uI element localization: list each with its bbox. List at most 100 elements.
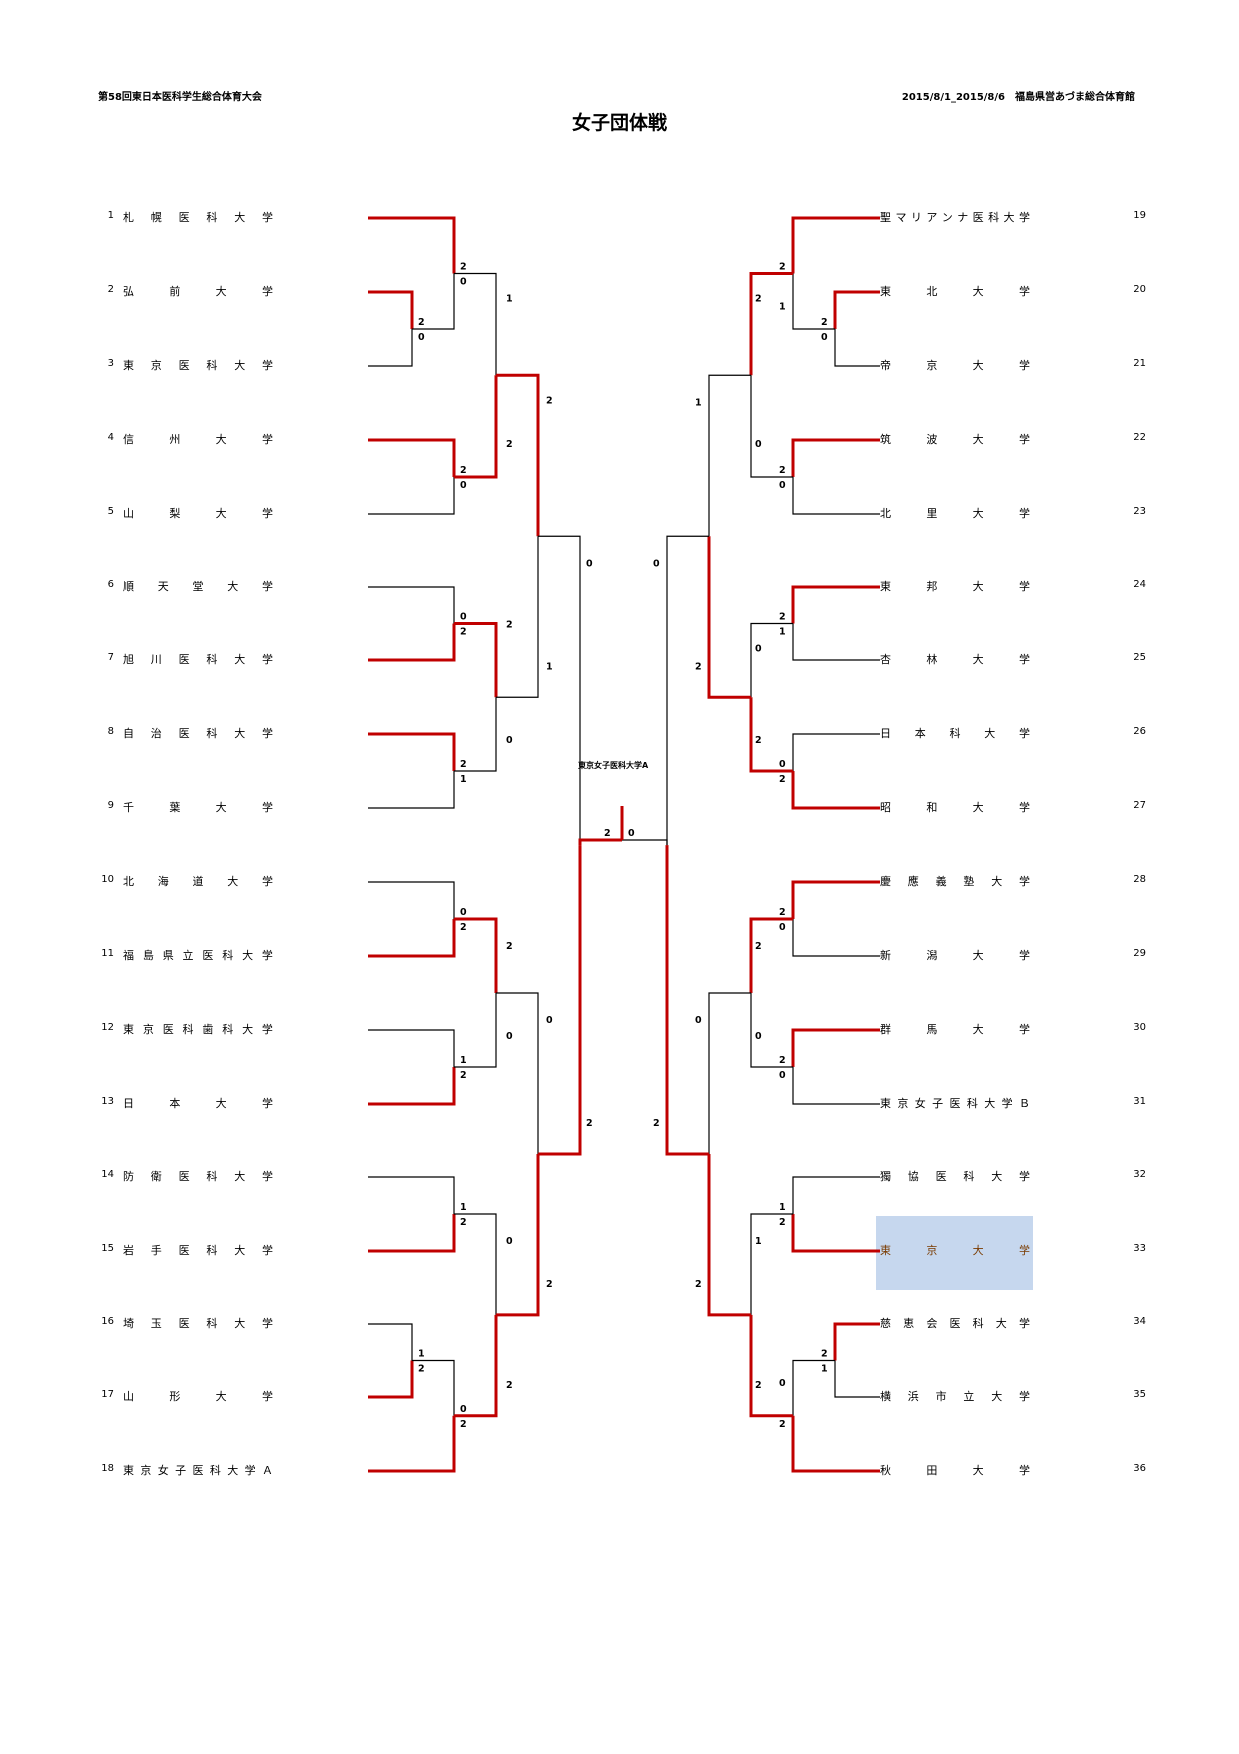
match-score: 2 [506, 620, 513, 631]
bracket-line [496, 1153, 540, 1317]
team-name: 獨協医科大学 [880, 1170, 1030, 1183]
bracket-line [496, 373, 540, 537]
match-score: 0 [586, 558, 593, 569]
bracket-line [368, 1067, 456, 1106]
bracket-line [368, 1029, 455, 1067]
team-name: 東京大学 [880, 1244, 1030, 1257]
team-name: 山形大学 [123, 1390, 273, 1403]
bracket-line [368, 477, 455, 515]
bracket-line [538, 845, 582, 1156]
bracket-line [791, 1028, 880, 1067]
match-score: 0 [779, 1378, 786, 1389]
match-score: 2 [779, 907, 786, 918]
match-score: 2 [506, 941, 513, 952]
match-score: 2 [653, 1118, 660, 1129]
bracket-line [454, 272, 497, 376]
page-title: 女子団体戦 [571, 112, 667, 134]
bracket-line [454, 697, 497, 772]
match-score: 1 [418, 1349, 425, 1360]
bracket-line [368, 329, 413, 367]
bracket-line [749, 697, 793, 773]
match-score: 1 [546, 661, 553, 672]
match-score: 0 [779, 480, 786, 491]
match-score: 2 [695, 1279, 702, 1290]
match-score: 2 [506, 1380, 513, 1391]
champion-label: 東京女子医科大学A [578, 761, 649, 770]
team-number: 6 [107, 579, 114, 590]
bracket-line [368, 881, 455, 919]
match-score: 2 [779, 1217, 786, 1228]
team-name: 自治医科大学 [123, 727, 273, 740]
bracket-line [708, 992, 751, 1154]
match-score: 0 [418, 332, 425, 343]
bracket-line [368, 919, 456, 958]
match-score: 2 [755, 1380, 762, 1391]
team-name: 北里大学 [880, 507, 1030, 520]
bracket-line [708, 374, 751, 537]
match-score: 1 [695, 397, 702, 408]
team-number: 14 [101, 1169, 114, 1180]
team-number: 36 [1133, 1463, 1146, 1474]
bracket-line [368, 1415, 456, 1473]
match-score: 2 [460, 1419, 467, 1430]
team-name: 新潟大学 [880, 949, 1030, 962]
bracket-line [368, 1214, 456, 1253]
bracket-line [454, 375, 498, 479]
bracket-line [791, 1214, 880, 1253]
team-name: 順天堂大学 [123, 580, 273, 593]
bracket-line [749, 272, 793, 376]
bracket-line [665, 845, 709, 1156]
bracket-line [792, 623, 880, 661]
final-score: 0 [628, 828, 635, 839]
bracket-line [792, 273, 835, 330]
team-name: 聖マリアンナ医科大学 [880, 211, 1030, 224]
bracket-line [368, 586, 455, 624]
bracket-line [749, 1314, 793, 1418]
team-name: 帝京大学 [880, 359, 1030, 372]
match-score: 1 [821, 1364, 828, 1375]
match-score: 0 [460, 1404, 467, 1415]
bracket-line [791, 216, 880, 274]
match-score: 1 [460, 1202, 467, 1213]
bracket-line [496, 536, 539, 698]
event-name: 第58回東日本医科学生総合体育大会 [98, 92, 262, 103]
match-score: 0 [506, 1031, 513, 1042]
team-name: 北海道大学 [123, 875, 273, 888]
match-score: 2 [779, 1055, 786, 1066]
team-number: 8 [107, 726, 114, 737]
team-number: 22 [1133, 432, 1146, 443]
bracket-line [792, 1176, 880, 1214]
team-name: 東北大学 [880, 285, 1030, 298]
match-score: 0 [546, 1015, 553, 1026]
bracket-line [750, 622, 793, 698]
match-score: 2 [546, 395, 553, 406]
match-score: 2 [460, 262, 467, 273]
team-name: 日本科大学 [880, 727, 1030, 740]
team-number: 32 [1133, 1169, 1146, 1180]
team-number: 25 [1133, 652, 1146, 663]
team-name: 埼玉医科大学 [123, 1317, 273, 1330]
match-score: 0 [506, 735, 513, 746]
bracket-line [454, 1213, 497, 1315]
match-score: 2 [506, 439, 513, 450]
team-number: 31 [1133, 1096, 1146, 1107]
match-score: 2 [755, 735, 762, 746]
team-name: 横浜市立大学 [880, 1390, 1030, 1403]
match-score: 2 [418, 317, 425, 328]
bracket-line [834, 1360, 880, 1398]
match-score: 2 [460, 759, 467, 770]
match-score: 1 [460, 774, 467, 785]
team-number: 3 [107, 358, 114, 369]
match-score: 0 [460, 907, 467, 918]
team-name: 群馬大学 [880, 1023, 1030, 1036]
team-number: 10 [101, 874, 114, 885]
match-score: 2 [460, 465, 467, 476]
team-number: 27 [1133, 800, 1146, 811]
match-score: 2 [821, 317, 828, 328]
team-name: 東京医科歯科大学 [123, 1023, 273, 1036]
match-score: 2 [460, 627, 467, 638]
bracket-line [834, 329, 880, 367]
team-name: 秋田大学 [880, 1464, 1030, 1477]
team-number: 24 [1133, 579, 1146, 590]
team-number: 1 [107, 210, 114, 221]
